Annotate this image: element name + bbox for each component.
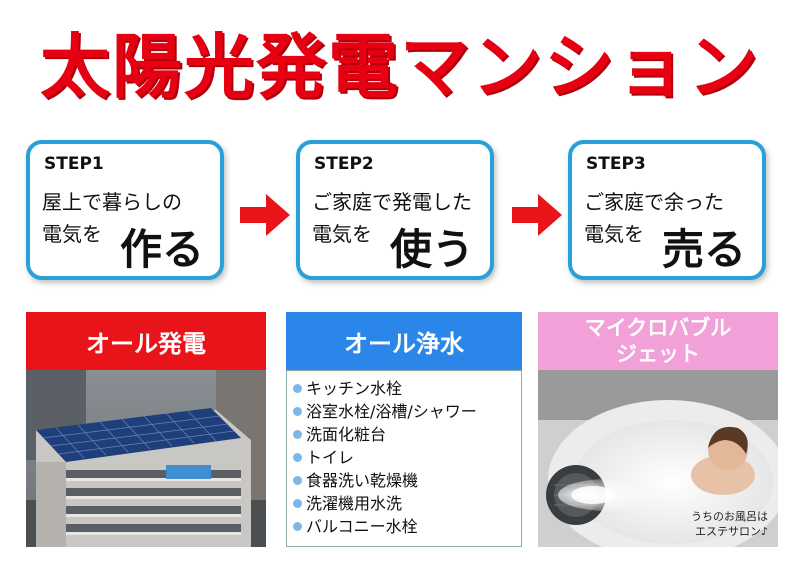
water-feature-list: キッチン水栓 浴室水栓/浴槽/シャワー 洗面化粧台 トイレ 食器洗い乾燥機 洗濯… — [286, 370, 522, 547]
list-item-text: 浴室水栓/浴槽/シャワー — [306, 402, 477, 421]
water-panel-header: オール浄水 — [286, 312, 522, 370]
bubble-panel-header: マイクロバブル ジェット — [538, 312, 778, 370]
list-item: キッチン水栓 — [293, 377, 515, 400]
list-item-text: キッチン水栓 — [306, 379, 403, 398]
step-card-2: STEP2 ご家庭で発電した 電気を 使う — [296, 140, 494, 280]
step-action: 売る — [661, 225, 746, 274]
bath-caption: うちのお風呂は エステサロン♪ — [691, 509, 768, 539]
step-action: 作る — [119, 225, 204, 274]
step-card-1: STEP1 屋上で暮らしの 電気を 作る — [26, 140, 224, 280]
list-item: 洗面化粧台 — [293, 423, 515, 446]
step-label: STEP3 — [586, 154, 646, 174]
bullet-dot-icon — [293, 476, 302, 485]
step-card-3: STEP3 ご家庭で余った 電気を 売る — [568, 140, 766, 280]
water-panel: オール浄水 キッチン水栓 浴室水栓/浴槽/シャワー 洗面化粧台 トイレ 食器洗い… — [286, 312, 522, 547]
bullet-dot-icon — [293, 430, 302, 439]
power-panel: オール発電 — [26, 312, 266, 547]
step-text-line2: 電気を — [584, 222, 644, 246]
list-item-text: トイレ — [306, 448, 355, 467]
list-item: トイレ — [293, 446, 515, 469]
step-text-line1: ご家庭で余った — [584, 190, 724, 214]
list-item: 浴室水栓/浴槽/シャワー — [293, 400, 515, 423]
bullet-dot-icon — [293, 407, 302, 416]
list-item: 洗濯機用水洗 — [293, 492, 515, 515]
list-item: バルコニー水栓 — [293, 515, 515, 538]
bullet-dot-icon — [293, 384, 302, 393]
bubble-panel: マイクロバブル ジェット — [538, 312, 778, 547]
step-text-line2: 電気を — [312, 222, 372, 246]
list-item-text: 洗濯機用水洗 — [306, 494, 403, 513]
list-item-text: バルコニー水栓 — [306, 517, 418, 536]
bubble-header-line2: ジェット — [616, 342, 700, 366]
step-text-line1: ご家庭で発電した — [312, 190, 472, 214]
arrow-right-icon — [512, 194, 562, 236]
bullet-dot-icon — [293, 453, 302, 462]
bath-image: うちのお風呂は エステサロン♪ — [538, 370, 778, 547]
caption-line2: エステサロン♪ — [694, 525, 768, 538]
step-text-line2: 電気を — [42, 222, 102, 246]
arrow-right-icon — [240, 194, 290, 236]
bubble-header-line1: マイクロバブル — [584, 316, 732, 340]
solar-building-image — [26, 370, 266, 547]
bullet-dot-icon — [293, 499, 302, 508]
step-label: STEP1 — [44, 154, 104, 174]
step-text-line1: 屋上で暮らしの — [42, 190, 182, 214]
step-action: 使う — [389, 225, 474, 274]
page-title: 太陽光発電マンション — [40, 26, 760, 108]
list-item-text: 洗面化粧台 — [306, 425, 387, 444]
list-item: 食器洗い乾燥機 — [293, 469, 515, 492]
list-item-text: 食器洗い乾燥機 — [306, 471, 419, 490]
step-label: STEP2 — [314, 154, 374, 174]
bullet-dot-icon — [293, 522, 302, 531]
caption-line1: うちのお風呂は — [691, 510, 768, 523]
power-panel-header: オール発電 — [26, 312, 266, 370]
